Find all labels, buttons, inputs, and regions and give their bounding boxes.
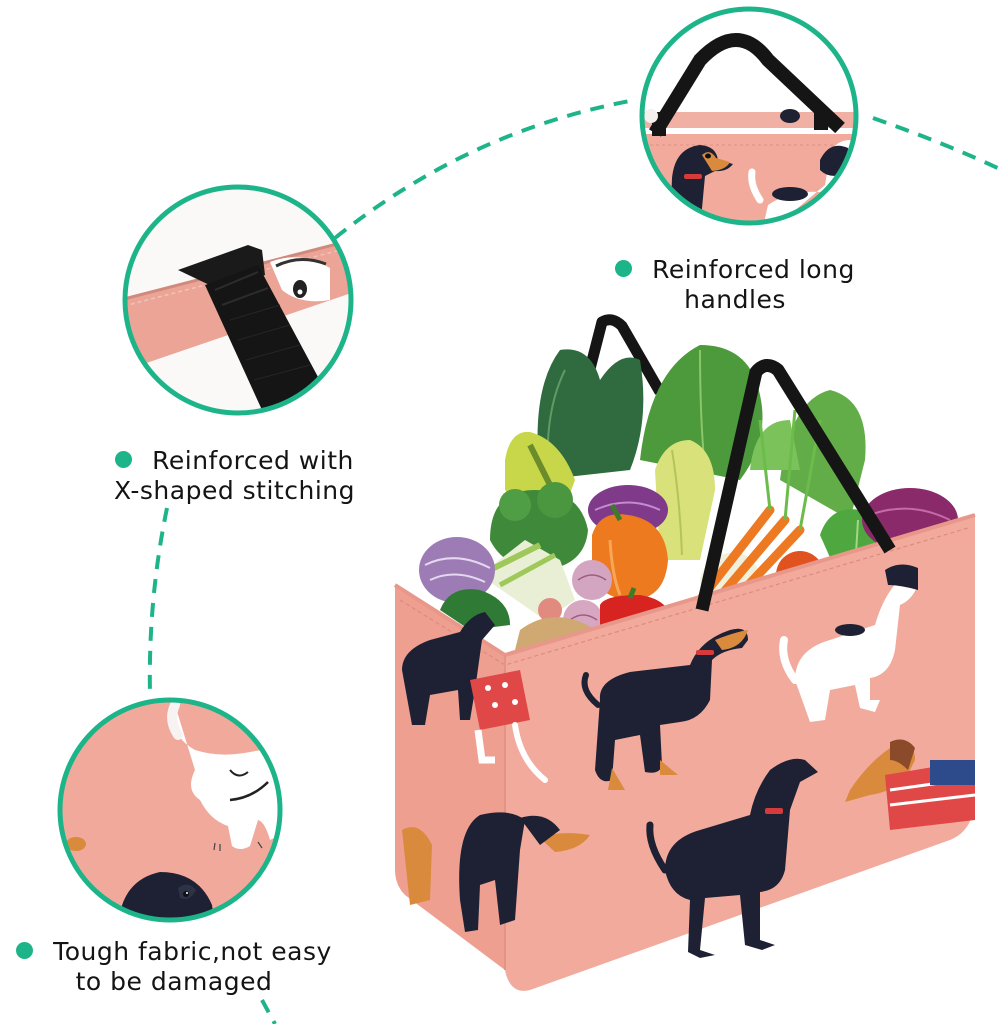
- bullet-dot-icon: [115, 451, 133, 468]
- connector-fabric-bottom: [260, 999, 277, 1024]
- feature-label-tough-fabric: Tough fabric,not easy to be damaged: [4, 937, 344, 997]
- bullet-dot-icon: [615, 260, 633, 277]
- feature-handles-line2: handles: [684, 285, 786, 314]
- feature-fabric-line2: to be damaged: [75, 967, 273, 996]
- feature-stitching-line1: Reinforced with: [152, 446, 354, 475]
- feature-label-reinforced-handles: Reinforced long handles: [600, 255, 870, 315]
- feature-fabric-line1: Tough fabric,not easy: [53, 937, 332, 966]
- feature-stitching-line2: X-shaped stitching: [114, 476, 355, 505]
- connector-stitch-to-handles: [333, 98, 636, 240]
- feature-handles-line1: Reinforced long: [652, 255, 855, 284]
- bullet-dot-icon: [16, 942, 34, 959]
- connector-handles-to-right: [872, 116, 1006, 174]
- feature-label-x-stitching: Reinforced with X-shaped stitching: [92, 446, 377, 506]
- dog-pattern: [402, 564, 976, 958]
